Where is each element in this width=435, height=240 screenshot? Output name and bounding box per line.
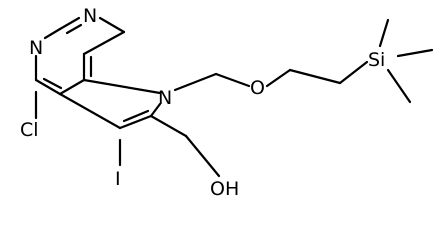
atom-iodine: I	[115, 168, 121, 190]
bond-n7-to-ch2	[173, 72, 218, 92]
bond-si-to-methyl-bottom	[386, 68, 412, 104]
molecule-canvas: N N N Cl I O Si OH	[20, 5, 434, 200]
bonds	[34, 16, 434, 178]
bond-ch-to-n-left	[43, 27, 62, 40]
bond-c6-to-n7	[149, 102, 162, 118]
bond-c6-to-ch2	[149, 114, 188, 138]
bond-si-to-methyl-right	[396, 48, 434, 58]
bond-ch2-to-ch2	[288, 68, 342, 85]
bond-c4a-to-c5	[58, 92, 122, 130]
bond-c4-to-c4a-double	[42, 77, 63, 90]
atom-hydroxyl: OH	[210, 178, 239, 200]
bond-ch2-to-si	[338, 60, 369, 85]
atom-chlorine: Cl	[20, 119, 39, 141]
bond-si-to-methyl-top	[378, 18, 390, 48]
bond-ch-to-n-top-double	[65, 23, 83, 35]
bond-c5-to-c6-double	[122, 109, 150, 123]
bond-n-top-to-c7a	[98, 16, 126, 34]
atom-silicon: Si	[368, 49, 385, 71]
bond-c4a-to-c7a	[58, 78, 86, 96]
bond-ch2-to-o	[214, 72, 251, 88]
bond-c7a-to-n7	[82, 78, 162, 95]
bond-ch2-to-oh	[184, 134, 221, 178]
atom-oxygen-ether: O	[250, 77, 265, 99]
bond-c5-to-c6	[118, 114, 153, 130]
structure-diagram: N N N Cl I O Si OH	[20, 5, 434, 200]
bond-n-top-to-ch	[58, 16, 81, 31]
atom-labels: N N N Cl I O Si OH	[20, 5, 385, 200]
bond-c4-to-c4a	[34, 78, 62, 96]
bond-o-to-ch2	[265, 68, 292, 88]
atom-n-top: N	[83, 5, 97, 27]
bond-c7a-link	[82, 30, 126, 56]
atom-n-left: N	[29, 37, 43, 59]
atom-n-ring: N	[158, 87, 172, 109]
